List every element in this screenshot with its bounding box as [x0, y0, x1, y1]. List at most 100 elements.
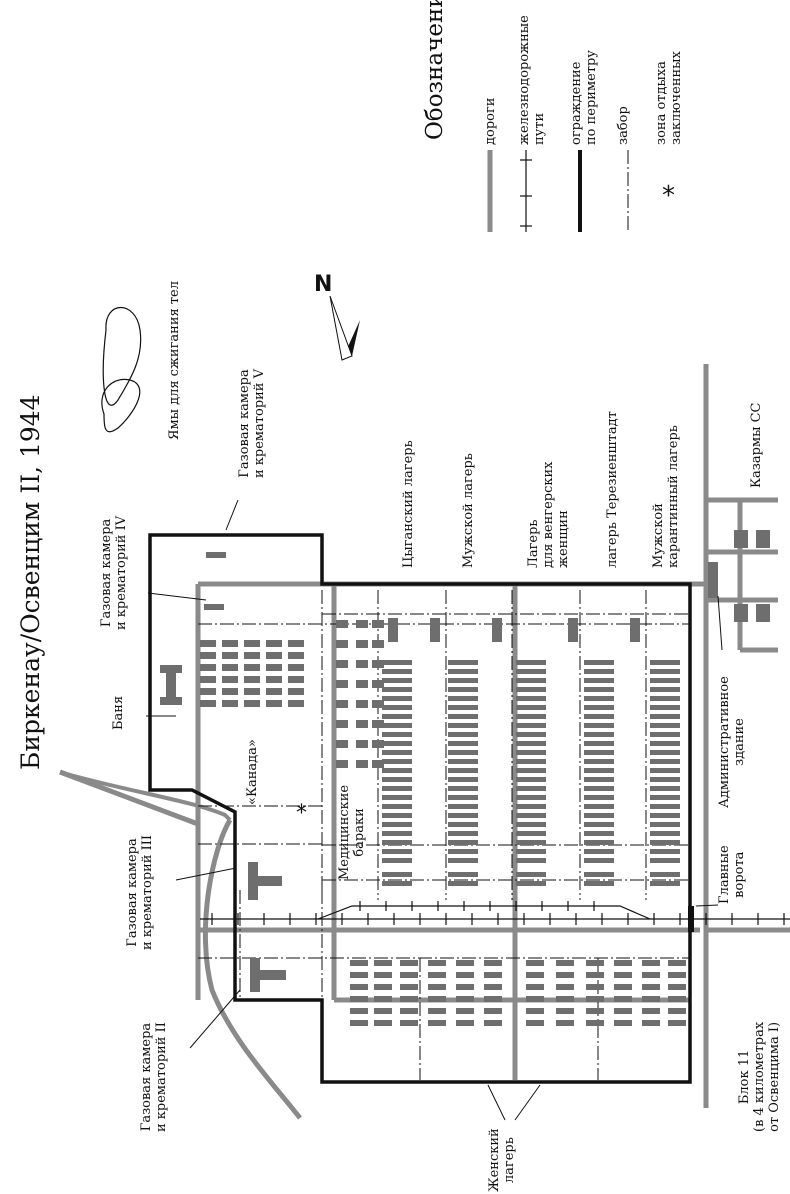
- barrack: [668, 984, 686, 990]
- barrack: [372, 720, 384, 728]
- barrack: [584, 849, 614, 854]
- barrack: [336, 660, 348, 668]
- barrack: [244, 664, 260, 671]
- barrack: [650, 714, 680, 719]
- barrack: [516, 723, 546, 728]
- barrack: [448, 881, 478, 886]
- barrack: [584, 881, 614, 886]
- admin-building: [708, 562, 718, 598]
- barrack: [650, 759, 680, 764]
- barrack: [448, 795, 478, 800]
- barrack: [642, 960, 660, 966]
- leader-line: [717, 595, 723, 651]
- label-burning-pits: Ямы для сжигания тел: [167, 281, 182, 440]
- barrack: [448, 750, 478, 755]
- leader-line: [189, 989, 241, 1049]
- barrack: [584, 831, 614, 836]
- barrack: [556, 972, 574, 978]
- barrack: [516, 678, 546, 683]
- barrack: [584, 768, 614, 773]
- barrack: [382, 881, 412, 886]
- barrack: [584, 687, 614, 692]
- label-kanada: «Канада»: [245, 739, 260, 805]
- barrack: [336, 620, 348, 628]
- barrack: [448, 840, 478, 845]
- barrack: [586, 984, 604, 990]
- barrack: [584, 669, 614, 674]
- barrack: [584, 858, 614, 863]
- barrack: [288, 652, 304, 659]
- barrack: [650, 777, 680, 782]
- barrack: [584, 786, 614, 791]
- barrack: [244, 676, 260, 683]
- barrack: [382, 804, 412, 809]
- road-segment: [59, 770, 232, 822]
- barrack: [374, 1008, 392, 1014]
- barrack: [244, 652, 260, 659]
- barrack: [584, 723, 614, 728]
- barrack: [526, 1020, 544, 1026]
- barrack: [556, 1020, 574, 1026]
- barrack: [336, 680, 348, 688]
- barrack: [382, 696, 412, 701]
- barrack: [382, 705, 412, 710]
- barrack: [584, 813, 614, 818]
- barrack: [382, 831, 412, 836]
- barrack: [584, 741, 614, 746]
- legend-fence-label: забор: [616, 106, 631, 145]
- barrack: [400, 996, 418, 1002]
- perimeter-fence: [148, 533, 692, 1084]
- label-block-11: Блок 11 (в 4 километрах от Освенцима I): [737, 1021, 782, 1132]
- barrack: [584, 696, 614, 701]
- barrack: [200, 676, 216, 683]
- barrack: [244, 700, 260, 707]
- barrack: [584, 777, 614, 782]
- barrack: [288, 664, 304, 671]
- barrack: [200, 664, 216, 671]
- barrack: [516, 831, 546, 836]
- barrack: [614, 960, 632, 966]
- barrack: [400, 984, 418, 990]
- barrack: [336, 760, 348, 768]
- barrack: [448, 759, 478, 764]
- barrack: [382, 840, 412, 845]
- barrack: [266, 652, 282, 659]
- road-segment: [202, 818, 302, 1120]
- burning-pit: [102, 306, 142, 406]
- label-men-quarantine-camp: Мужской карантинный лагерь: [651, 425, 681, 568]
- barrack: [584, 804, 614, 809]
- rest-zone-asterisk: *: [296, 801, 307, 826]
- barrack: [456, 1008, 474, 1014]
- barrack: [584, 660, 614, 665]
- barrack: [448, 849, 478, 854]
- barrack: [650, 750, 680, 755]
- barrack: [382, 669, 412, 674]
- label-medical-barracks: Медицинские бараки: [337, 784, 367, 880]
- crematorium-ii-building: [250, 958, 286, 992]
- barrack: [448, 804, 478, 809]
- barrack: [484, 996, 502, 1002]
- barrack: [642, 1008, 660, 1014]
- leader-line: [695, 904, 719, 907]
- barrack: [650, 678, 680, 683]
- barrack: [650, 881, 680, 886]
- barrack: [650, 872, 680, 877]
- ss-barrack: [734, 530, 748, 548]
- barrack: [222, 640, 238, 647]
- barrack: [336, 740, 348, 748]
- barrack: [650, 849, 680, 854]
- barrack: [650, 723, 680, 728]
- railway: [200, 901, 790, 925]
- barrack: [400, 972, 418, 978]
- barrack: [642, 984, 660, 990]
- barrack: [372, 660, 384, 668]
- barrack: [642, 1020, 660, 1026]
- barrack: [200, 688, 216, 695]
- barrack: [200, 640, 216, 647]
- barrack: [650, 831, 680, 836]
- barrack: [516, 696, 546, 701]
- barrack: [584, 840, 614, 845]
- barrack: [668, 996, 686, 1002]
- barrack: [456, 960, 474, 966]
- barrack: [448, 741, 478, 746]
